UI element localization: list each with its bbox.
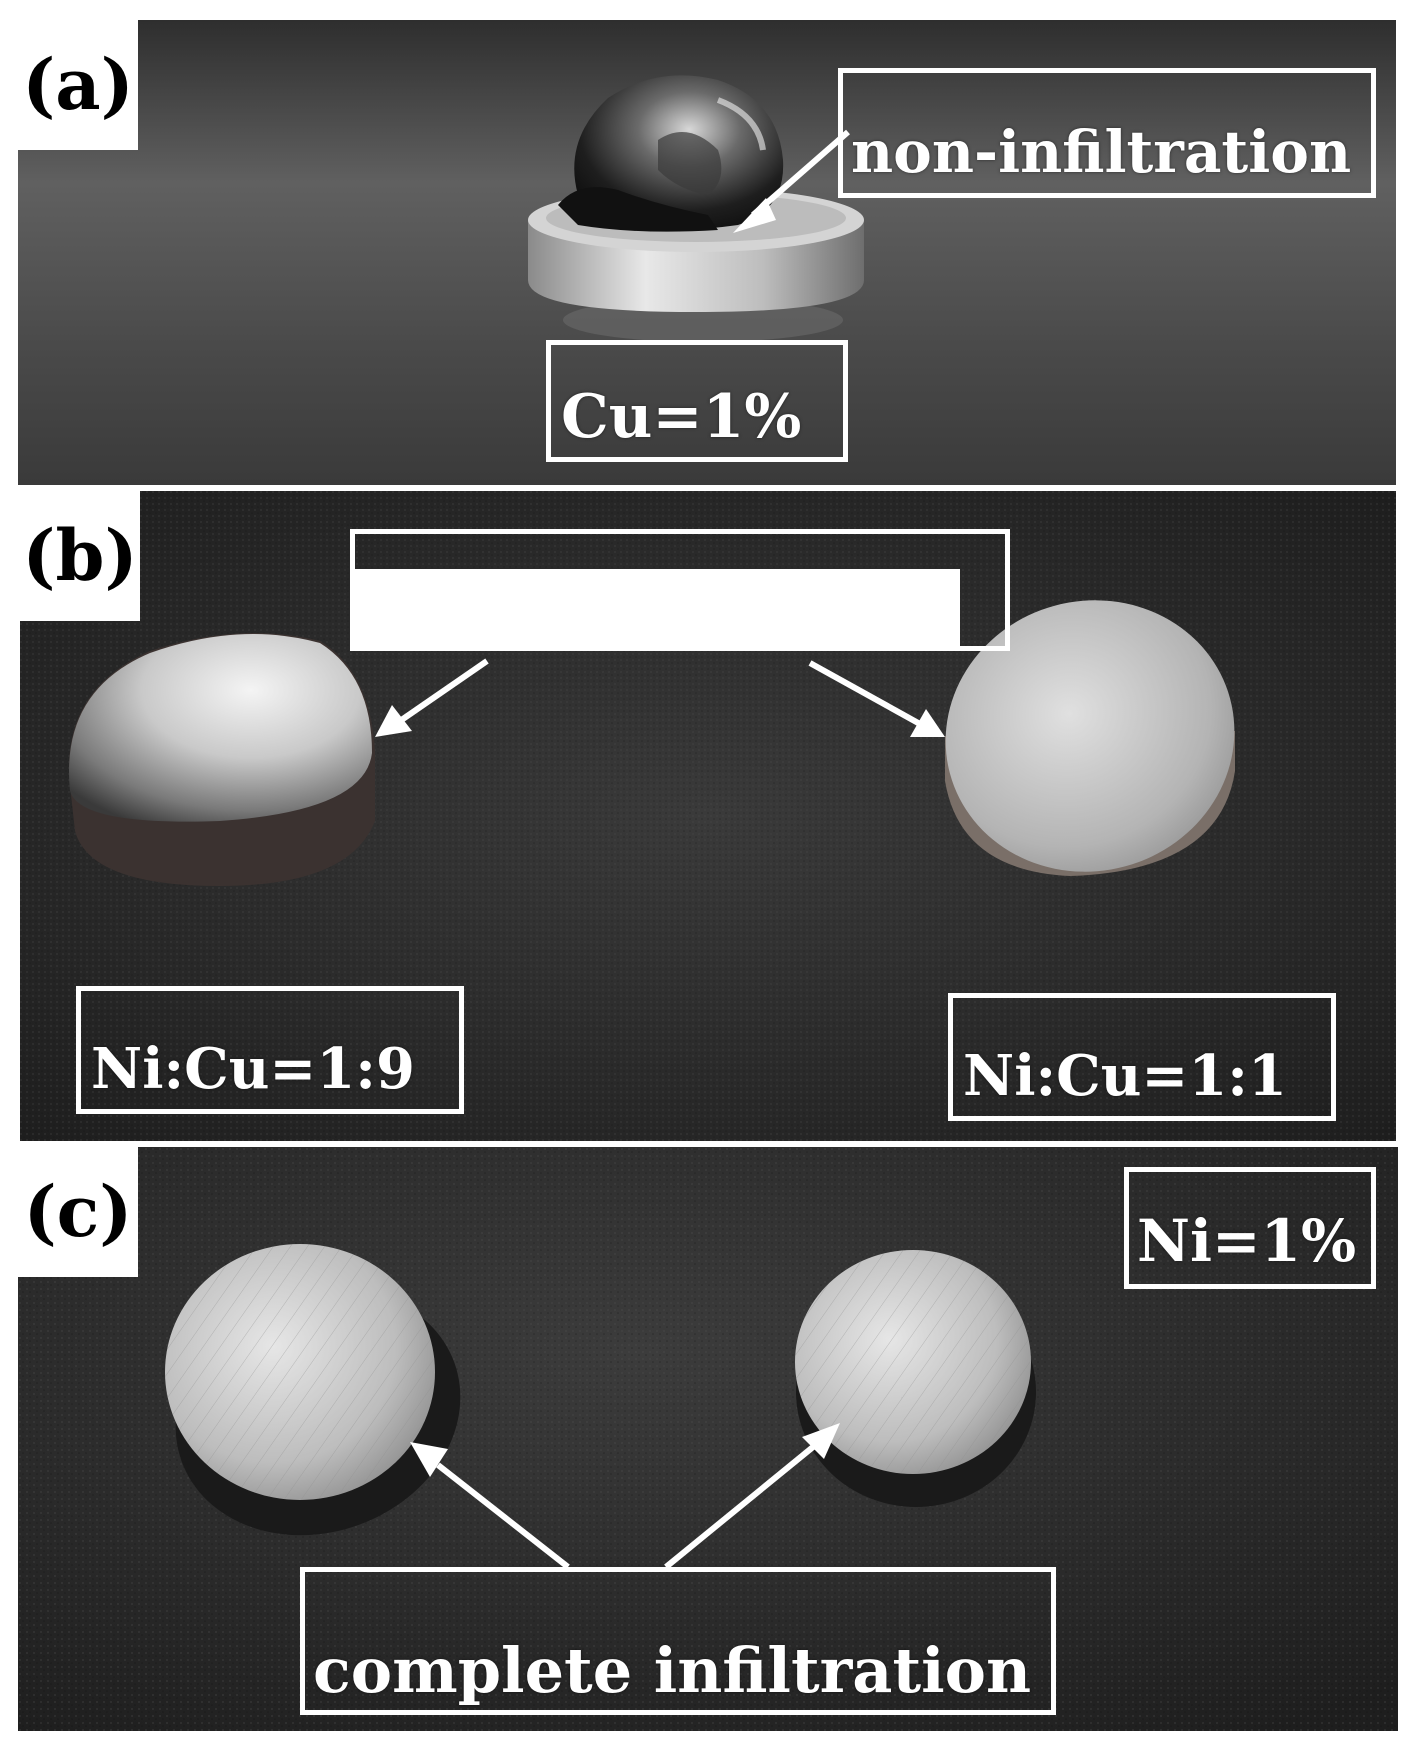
panel-b-letter: (b) bbox=[20, 491, 140, 621]
panel-c-result-label: complete infiltration bbox=[300, 1567, 1056, 1715]
panel-c: (c) Ni=1% complete infiltration bbox=[18, 1147, 1398, 1731]
panel-b: (b) Ni:Cu=1:9 Ni:Cu=1:1 bbox=[20, 491, 1396, 1141]
panel-c-composition-label: Ni=1% bbox=[1124, 1167, 1376, 1289]
panel-a-composition-label: Cu=1% bbox=[546, 340, 848, 462]
panel-a-photo bbox=[18, 20, 1396, 485]
panel-a-result-label: non-infiltration bbox=[838, 68, 1376, 198]
panel-c-photo bbox=[18, 1147, 1398, 1731]
panel-b-right-label: Ni:Cu=1:1 bbox=[948, 993, 1336, 1121]
panel-a-letter: (a) bbox=[18, 20, 138, 150]
panel-c-letter: (c) bbox=[18, 1147, 138, 1277]
panel-b-redaction-block bbox=[350, 569, 960, 651]
panel-b-left-label: Ni:Cu=1:9 bbox=[76, 986, 464, 1114]
panel-a: (a) non-infiltration Cu=1% bbox=[18, 20, 1396, 485]
